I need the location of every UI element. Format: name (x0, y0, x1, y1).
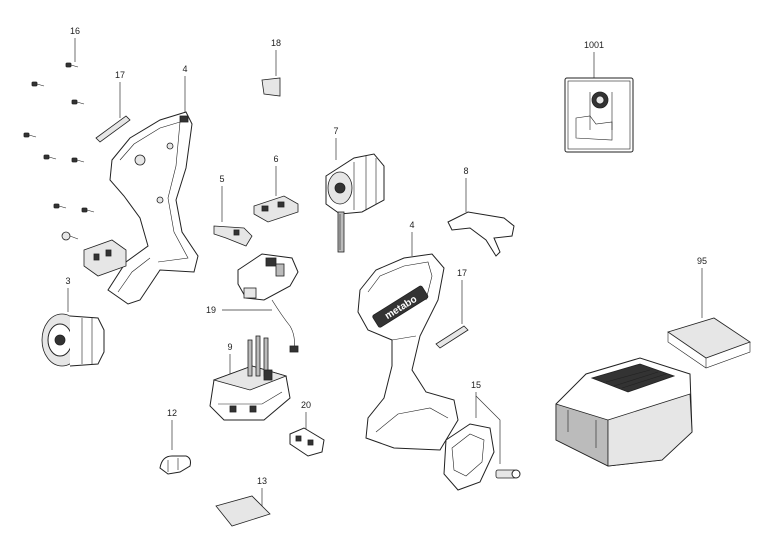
label-16: 16 (70, 26, 80, 36)
battery-pack (555, 357, 693, 467)
label-5: 5 (219, 174, 224, 184)
part-16-screws (23, 38, 95, 241)
part-1001-label (564, 52, 634, 153)
part-19-switch (222, 253, 299, 353)
part-5-clip (213, 186, 253, 247)
part-13-label-sheet (215, 488, 271, 527)
part-95-cover (667, 268, 751, 369)
label-4-right: 4 (409, 220, 414, 230)
label-6: 6 (273, 154, 278, 164)
label-12: 12 (167, 408, 177, 418)
part-17-strip-left (95, 82, 131, 143)
label-3: 3 (65, 276, 70, 286)
part-18-label (261, 50, 281, 97)
part-6-bracket (253, 166, 299, 223)
label-4-left: 4 (182, 64, 187, 74)
part-4-housing-left (107, 76, 199, 305)
label-7: 7 (333, 126, 338, 136)
label-8: 8 (463, 166, 468, 176)
part-9-electronics (209, 335, 291, 421)
part-15-side-cover (443, 392, 521, 491)
label-17-right: 17 (457, 268, 467, 278)
label-18: 18 (271, 38, 281, 48)
part-17-strip-right (435, 280, 469, 349)
label-1001: 1001 (584, 40, 604, 50)
label-13: 13 (257, 476, 267, 486)
part-3-gear-head (41, 288, 105, 367)
label-15: 15 (471, 380, 481, 390)
part-12-clip (159, 420, 191, 475)
label-19: 19 (206, 305, 216, 315)
part-20-connector (289, 412, 325, 457)
part-7-motor (325, 138, 385, 253)
label-20: 20 (301, 400, 311, 410)
part-switch-block (83, 239, 127, 277)
part-8-bracket (447, 178, 515, 257)
part-number-labels: 16 17 4 18 1001 7 6 5 8 4 3 17 95 19 9 1… (65, 26, 707, 486)
label-17-left: 17 (115, 70, 125, 80)
part-4-housing-right: metabo (357, 232, 459, 451)
label-9: 9 (227, 342, 232, 352)
label-95: 95 (697, 256, 707, 266)
